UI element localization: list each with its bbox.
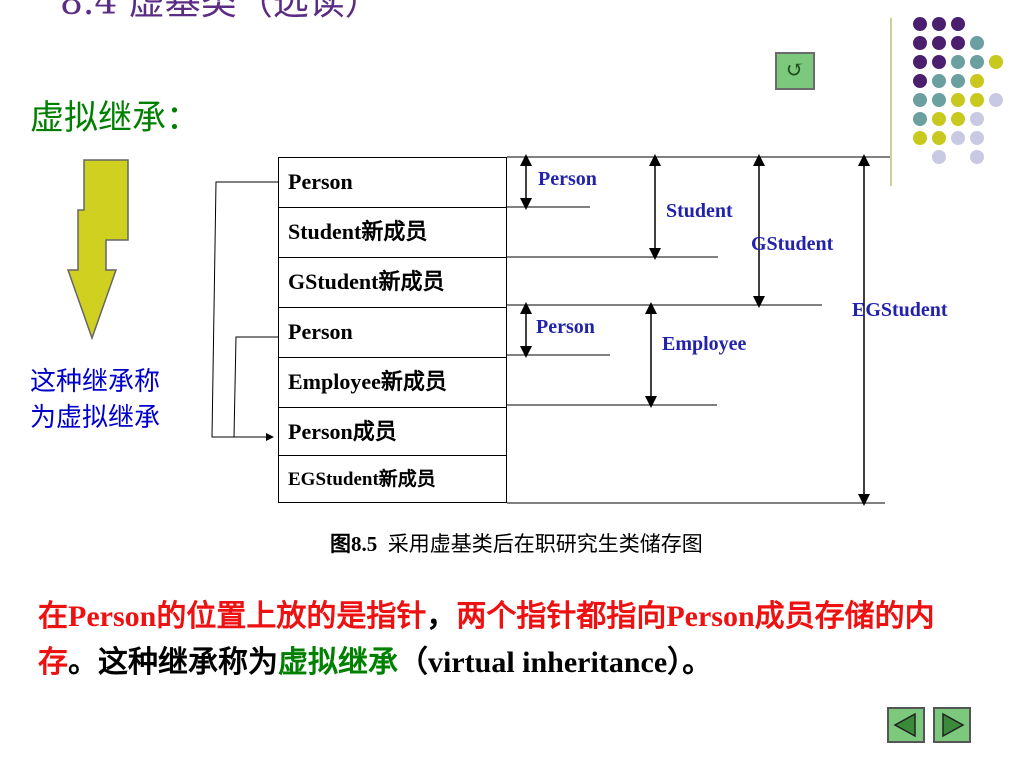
label-employee: Employee <box>662 333 747 355</box>
slide-title: 8.4 虚基类（选读） <box>60 0 381 23</box>
section-heading: 虚拟继承： <box>30 98 200 138</box>
decorative-vertical-line <box>890 18 892 186</box>
figure-caption-text: 采用虚基类后在职研究生类储存图 <box>387 532 703 556</box>
note-line-1: 这种继承称 <box>30 367 161 397</box>
text-black-1: ， <box>426 600 457 633</box>
previous-slide-button[interactable] <box>887 707 925 743</box>
label-student: Student <box>666 200 733 222</box>
table-row: Student新成员 <box>278 207 507 257</box>
table-row: Person <box>278 307 507 357</box>
figure-caption: 图8.5 采用虚基类后在职研究生类储存图 <box>330 528 703 558</box>
table-row: Person成员 <box>278 407 507 455</box>
virtual-inheritance-note: 这种继承称 为虚拟继承 <box>30 364 160 436</box>
table-row: Employee新成员 <box>278 357 507 407</box>
decorative-dot-grid <box>0 0 1024 200</box>
figure-number: 图8.5 <box>330 532 378 556</box>
text-red-1: 在Person的位置上放的是指针 <box>38 600 427 633</box>
label-gstudent: GStudent <box>751 233 834 255</box>
table-row: GStudent新成员 <box>278 257 507 307</box>
prev-triangle-icon <box>893 712 916 738</box>
table-row: Person <box>278 157 507 207</box>
text-black-3: （virtual inheritance）。 <box>398 646 713 679</box>
return-button[interactable]: ↺ <box>775 52 815 90</box>
text-black-2: 。这种继承称为 <box>68 646 278 679</box>
next-triangle-icon <box>942 712 965 738</box>
note-line-2: 为虚拟继承 <box>30 403 161 433</box>
text-green-term: 虚拟继承 <box>278 646 398 679</box>
label-person-mid: Person <box>536 316 595 338</box>
explanation-paragraph: 在Person的位置上放的是指针，两个指针都指向Person成员存储的内存。这种… <box>38 594 938 686</box>
label-egstudent: EGStudent <box>852 299 948 321</box>
table-row: EGStudent新成员 <box>278 455 507 503</box>
down-arrow-icon <box>66 159 129 341</box>
next-slide-button[interactable] <box>933 707 971 743</box>
label-person-top: Person <box>538 168 597 190</box>
text-red-2: 两个指针都指向Person成员存储的内存 <box>38 600 935 679</box>
return-icon: ↺ <box>785 58 805 83</box>
